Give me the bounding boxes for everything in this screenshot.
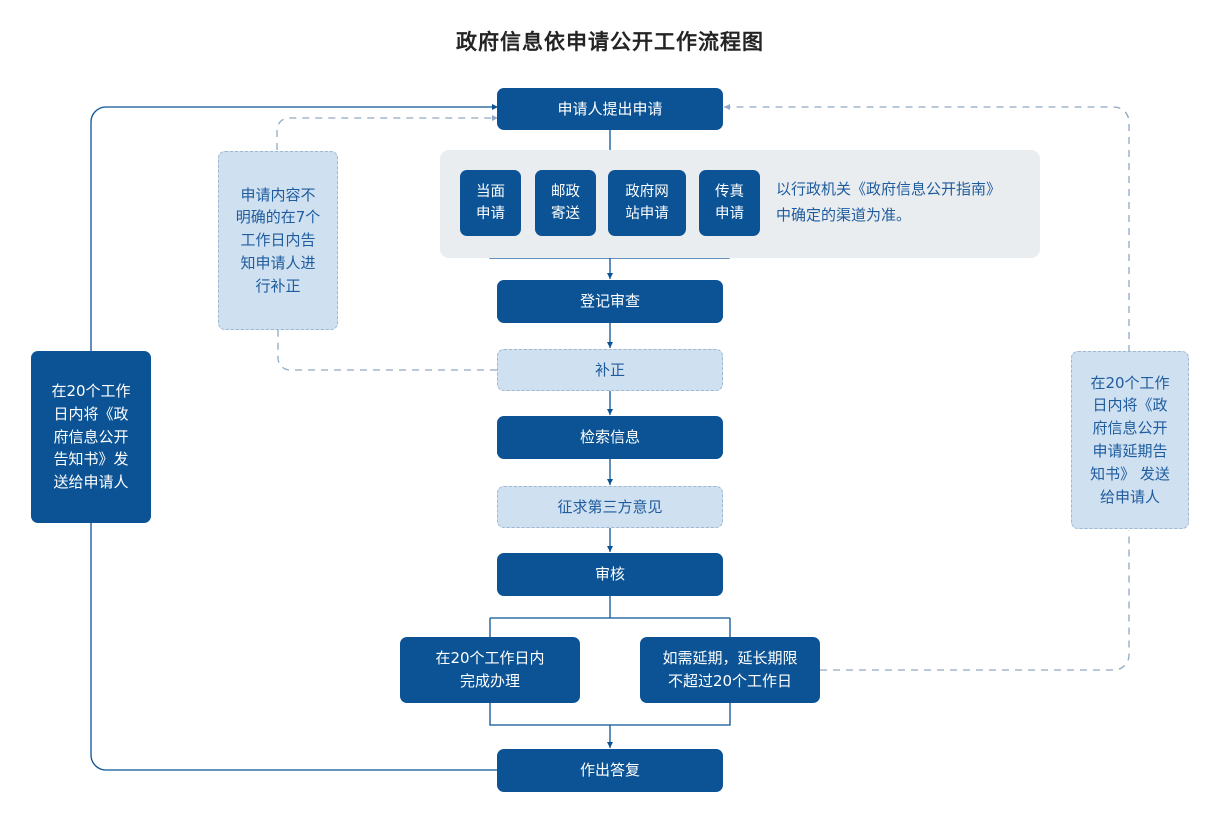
node-complete-within-20-days[interactable]: 在20个工作日内 完成办理 (400, 637, 580, 703)
node-channel-postal-mail[interactable]: 邮政 寄送 (535, 170, 596, 236)
node-retrieve-information[interactable]: 检索信息 (497, 416, 723, 459)
note-left-disclosure-notice[interactable]: 在20个工作 日内将《政 府信息公开 告知书》发 送给申请人 (31, 351, 151, 523)
channel-note-text: 以行政机关《政府信息公开指南》 中确定的渠道为准。 (776, 180, 1002, 225)
page-title: 政府信息依申请公开工作流程图 (456, 30, 764, 54)
node-third-party-opinion[interactable]: 征求第三方意见 (497, 486, 723, 528)
node-supplement[interactable]: 补正 (497, 349, 723, 391)
node-extension-limit[interactable]: 如需延期，延长期限 不超过20个工作日 (640, 637, 820, 703)
node-submit-application[interactable]: 申请人提出申请 (497, 88, 723, 130)
note-clarify-within-7-days[interactable]: 申请内容不 明确的在7个 工作日内告 知申请人进 行补正 (218, 151, 338, 330)
node-channel-fax[interactable]: 传真 申请 (699, 170, 760, 236)
node-make-reply[interactable]: 作出答复 (497, 749, 723, 792)
node-channel-government-website[interactable]: 政府网 站申请 (608, 170, 686, 236)
node-register-review[interactable]: 登记审查 (497, 280, 723, 323)
note-right-extension-notice[interactable]: 在20个工作 日内将《政 府信息公开 申请延期告 知书》 发送 给申请人 (1071, 351, 1189, 529)
node-audit[interactable]: 审核 (497, 553, 723, 596)
node-channel-in-person[interactable]: 当面 申请 (460, 170, 521, 236)
